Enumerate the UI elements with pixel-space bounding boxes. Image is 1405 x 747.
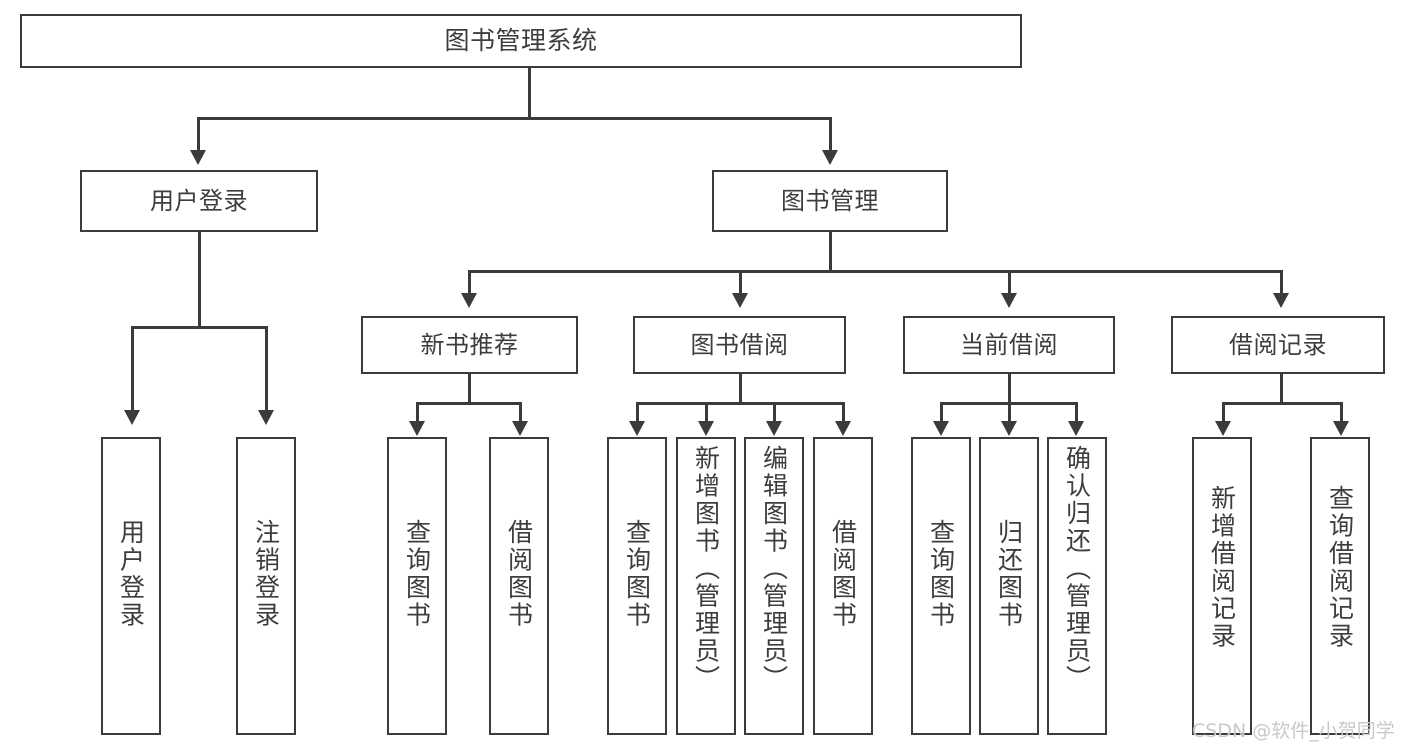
node-leaf-query-record[interactable]: 查询借阅记录	[1310, 437, 1370, 735]
connector-new-book-drop-2	[519, 402, 522, 424]
connector-root-stem	[528, 68, 531, 118]
node-label: 确认归还（管理员）	[1062, 445, 1092, 693]
node-leaf-query-book-1[interactable]: 查询图书	[387, 437, 447, 735]
node-label: 新增图书（管理员）	[691, 445, 721, 693]
connector-current-borrow-stem	[1008, 374, 1011, 404]
connector-level3-bus	[468, 270, 1282, 273]
connector-to-user-login	[197, 117, 200, 152]
connector-new-book-stem	[468, 374, 471, 404]
arrowhead-leaf-query-book-1	[409, 421, 425, 436]
arrowhead-to-current-borrow	[1001, 293, 1017, 308]
connector-level2-bus	[197, 117, 831, 120]
node-label: 用户登录	[150, 186, 248, 215]
connector-borrow-record-bus	[1222, 402, 1342, 405]
arrowhead-leaf-add-book	[698, 421, 714, 436]
node-label: 归还图书	[994, 519, 1024, 629]
connector-book-borrow-bus	[636, 402, 844, 405]
node-leaf-edit-book[interactable]: 编辑图书（管理员）	[744, 437, 804, 735]
connector-to-book-management	[829, 117, 832, 152]
arrowhead-leaf-query-book-2	[629, 421, 645, 436]
node-label: 图书管理	[781, 186, 879, 215]
arrowhead-leaf-add-record	[1215, 421, 1231, 436]
node-leaf-query-book-2[interactable]: 查询图书	[607, 437, 667, 735]
connector-current-borrow-drop-2	[1008, 402, 1011, 424]
node-leaf-confirm-return[interactable]: 确认归还（管理员）	[1047, 437, 1107, 735]
node-new-book-recommend[interactable]: 新书推荐	[361, 316, 578, 374]
connector-borrow-record-drop-1	[1222, 402, 1225, 424]
csdn-watermark: CSDN @软件_小贺同学	[1192, 720, 1395, 742]
connector-to-borrow-record	[1280, 270, 1283, 295]
arrowhead-leaf-borrow-book-2	[835, 421, 851, 436]
arrowhead-leaf-edit-book	[766, 421, 782, 436]
connector-to-current-borrow	[1008, 270, 1011, 295]
connector-new-book-bus	[416, 402, 521, 405]
node-label: 查询图书	[402, 519, 432, 629]
arrowhead-leaf-borrow-book-1	[512, 421, 528, 436]
connector-new-book-drop-1	[416, 402, 419, 424]
node-leaf-add-record[interactable]: 新增借阅记录	[1192, 437, 1252, 735]
node-leaf-add-book[interactable]: 新增图书（管理员）	[676, 437, 736, 735]
node-label: 查询图书	[926, 519, 956, 629]
arrowhead-to-user-login	[190, 150, 206, 165]
node-label: 注销登录	[251, 519, 281, 629]
node-current-borrow[interactable]: 当前借阅	[903, 316, 1115, 374]
connector-book-borrow-drop-3	[773, 402, 776, 424]
node-label: 编辑图书（管理员）	[759, 445, 789, 693]
node-label: 图书管理系统	[444, 26, 598, 55]
connector-book-management-stem	[829, 232, 832, 272]
node-label: 用户登录	[116, 519, 146, 629]
node-book-management[interactable]: 图书管理	[712, 170, 948, 232]
node-label: 查询借阅记录	[1325, 485, 1355, 650]
connector-current-borrow-drop-1	[940, 402, 943, 424]
arrowhead-leaf-user-login	[124, 410, 140, 425]
node-label: 查询图书	[622, 519, 652, 629]
connector-borrow-record-drop-2	[1340, 402, 1343, 424]
node-leaf-user-login[interactable]: 用户登录	[101, 437, 161, 735]
node-leaf-return-book[interactable]: 归还图书	[979, 437, 1039, 735]
arrowhead-to-book-management	[822, 150, 838, 165]
connector-book-borrow-stem	[739, 374, 742, 404]
connector-user-login-drop-1	[131, 326, 134, 412]
arrowhead-to-book-borrow	[732, 293, 748, 308]
node-user-login[interactable]: 用户登录	[80, 170, 318, 232]
arrowhead-leaf-query-record	[1333, 421, 1349, 436]
node-leaf-query-book-3[interactable]: 查询图书	[911, 437, 971, 735]
node-book-borrow[interactable]: 图书借阅	[633, 316, 846, 374]
node-label: 当前借阅	[960, 330, 1058, 359]
arrowhead-to-borrow-record	[1273, 293, 1289, 308]
node-leaf-borrow-book-2[interactable]: 借阅图书	[813, 437, 873, 735]
node-root-system[interactable]: 图书管理系统	[20, 14, 1022, 68]
connector-borrow-record-stem	[1280, 374, 1283, 404]
arrowhead-leaf-query-book-3	[933, 421, 949, 436]
node-leaf-logout-login[interactable]: 注销登录	[236, 437, 296, 735]
connector-book-borrow-drop-4	[842, 402, 845, 424]
node-borrow-record[interactable]: 借阅记录	[1171, 316, 1385, 374]
node-leaf-borrow-book-1[interactable]: 借阅图书	[489, 437, 549, 735]
connector-user-login-stem	[198, 232, 201, 328]
node-label: 借阅记录	[1229, 330, 1327, 359]
connector-current-borrow-drop-3	[1075, 402, 1078, 424]
connector-user-login-bus	[131, 326, 267, 329]
arrowhead-leaf-confirm-return	[1068, 421, 1084, 436]
connector-book-borrow-drop-1	[636, 402, 639, 424]
connector-to-new-book	[468, 270, 471, 295]
arrowhead-leaf-return-book	[1001, 421, 1017, 436]
node-label: 新书推荐	[420, 330, 519, 359]
arrowhead-to-new-book-recommend	[461, 293, 477, 308]
node-label: 借阅图书	[504, 519, 534, 629]
node-label: 借阅图书	[828, 519, 858, 629]
arrowhead-leaf-logout-login	[258, 410, 274, 425]
connector-user-login-drop-2	[265, 326, 268, 412]
connector-book-borrow-drop-2	[705, 402, 708, 424]
node-label: 图书借阅	[690, 330, 789, 359]
connector-to-book-borrow	[739, 270, 742, 295]
node-label: 新增借阅记录	[1207, 485, 1237, 650]
